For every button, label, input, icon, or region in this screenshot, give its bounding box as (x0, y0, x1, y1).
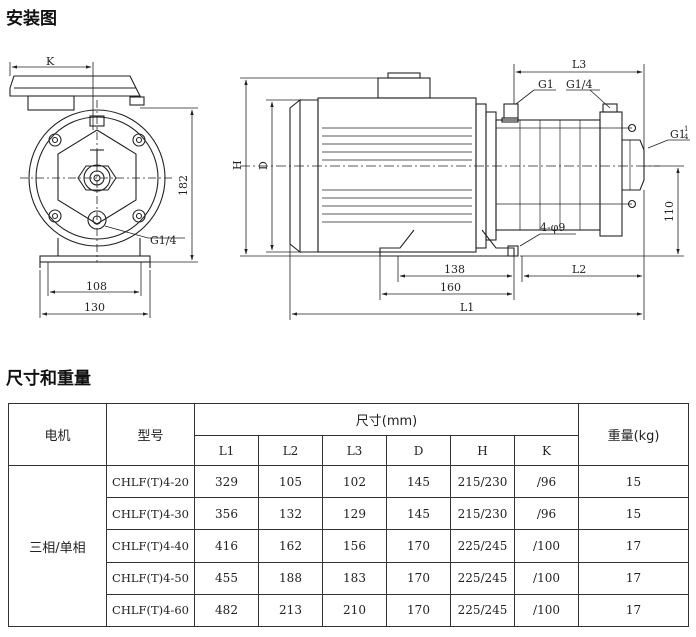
sub-header-l3: L3 (322, 435, 387, 466)
l2-cell: 162 (258, 529, 323, 563)
dim-160-label: 160 (440, 281, 461, 294)
weight-header: 重量(kg) (578, 403, 690, 466)
table-row: CHLF(T)4-40 416 162 156 170 225/245 /100… (9, 529, 690, 563)
model-cell: CHLF(T)4-40 (106, 529, 195, 563)
install-heading: 安装图 (6, 9, 57, 29)
l1-cell: 356 (194, 497, 259, 531)
l2-cell: 132 (258, 497, 323, 531)
sub-header-l2: L2 (258, 435, 323, 466)
port-g1q-label: G1 1 4 (670, 125, 689, 141)
h-cell: 215/230 (450, 497, 515, 531)
d-cell: 145 (386, 497, 451, 531)
weight-cell: 17 (578, 593, 690, 628)
dim-130-label: 130 (84, 301, 105, 314)
l2-cell: 105 (258, 464, 323, 499)
dim-l2-label: L2 (572, 263, 586, 276)
l3-cell: 156 (322, 529, 387, 563)
spec-table: 电机 型号 尺寸(mm) 重量(kg) L1 L2 L3 D H K 三相/单相… (8, 403, 690, 628)
specs-heading: 尺寸和重量 (6, 369, 91, 389)
holes-label: 4-φ9 (540, 221, 565, 234)
k-cell: /100 (513, 593, 580, 628)
l1-cell: 482 (194, 593, 259, 628)
dim-h-label: H (231, 160, 244, 170)
model-cell: CHLF(T)4-20 (106, 464, 195, 499)
model-cell: CHLF(T)4-50 (106, 561, 195, 595)
installation-drawing: K 182 G1/4 108 130 H D L3 G1 G1/4 G1 1 4… (9, 55, 690, 320)
table-row: CHLF(T)4-30 356 132 129 145 215/230 /96 … (9, 497, 690, 531)
port-g14-top-label: G1/4 (566, 78, 593, 91)
dim-110-label: 110 (663, 201, 676, 222)
weight-cell: 15 (578, 497, 690, 531)
sub-header-l1: L1 (194, 435, 259, 466)
l2-cell: 188 (258, 561, 323, 595)
port-g1-label: G1 (538, 78, 554, 91)
l1-cell: 455 (194, 561, 259, 595)
svg-text:4: 4 (684, 133, 689, 141)
table-row: CHLF(T)4-60 482 213 210 170 225/245 /100… (9, 593, 690, 628)
side-view (240, 64, 690, 320)
l1-cell: 329 (194, 464, 259, 499)
table-row: 三相/单相 CHLF(T)4-20 329 105 102 145 215/23… (8, 464, 690, 627)
dim-182-label: 182 (177, 175, 190, 196)
h-cell: 225/245 (450, 561, 515, 595)
h-cell: 225/245 (450, 593, 515, 628)
dim-d-label: D (257, 161, 270, 170)
dim-108-label: 108 (86, 280, 107, 293)
motor-cell: 三相/单相 (8, 465, 107, 627)
k-cell: /100 (513, 561, 580, 595)
dim-l3-label: L3 (572, 58, 586, 71)
sub-header-k: K (513, 435, 580, 466)
l3-cell: 129 (322, 497, 387, 531)
motor-header: 电机 (8, 403, 107, 466)
l2-cell: 213 (258, 593, 323, 628)
table-row: CHLF(T)4-50 455 188 183 170 225/245 /100… (9, 561, 690, 595)
l3-cell: 210 (322, 593, 387, 628)
model-cell: CHLF(T)4-60 (106, 593, 195, 628)
d-cell: 170 (386, 561, 451, 595)
dims-header: 尺寸(mm) (193, 403, 580, 436)
d-cell: 170 (386, 529, 451, 563)
k-cell: /100 (513, 529, 580, 563)
front-view (9, 62, 198, 318)
weight-cell: 17 (578, 529, 690, 563)
h-cell: 225/245 (450, 529, 515, 563)
weight-cell: 15 (578, 464, 690, 499)
d-cell: 145 (386, 464, 451, 499)
dim-138-label: 138 (444, 263, 465, 276)
dim-l1-label: L1 (460, 301, 474, 314)
model-cell: CHLF(T)4-30 (106, 497, 195, 531)
d-cell: 170 (386, 593, 451, 628)
port-g14-left-label: G1/4 (150, 234, 177, 247)
sub-header-d: D (386, 435, 451, 466)
l3-cell: 183 (322, 561, 387, 595)
l3-cell: 102 (322, 464, 387, 499)
svg-text:1: 1 (684, 125, 688, 133)
model-header: 型号 (106, 403, 195, 466)
weight-cell: 17 (578, 561, 690, 595)
k-cell: /96 (513, 497, 580, 531)
sub-header-h: H (450, 435, 515, 466)
k-cell: /96 (513, 464, 580, 499)
l1-cell: 416 (194, 529, 259, 563)
svg-text:G1: G1 (670, 128, 686, 141)
dim-k-label: K (46, 55, 55, 68)
h-cell: 215/230 (450, 464, 515, 499)
